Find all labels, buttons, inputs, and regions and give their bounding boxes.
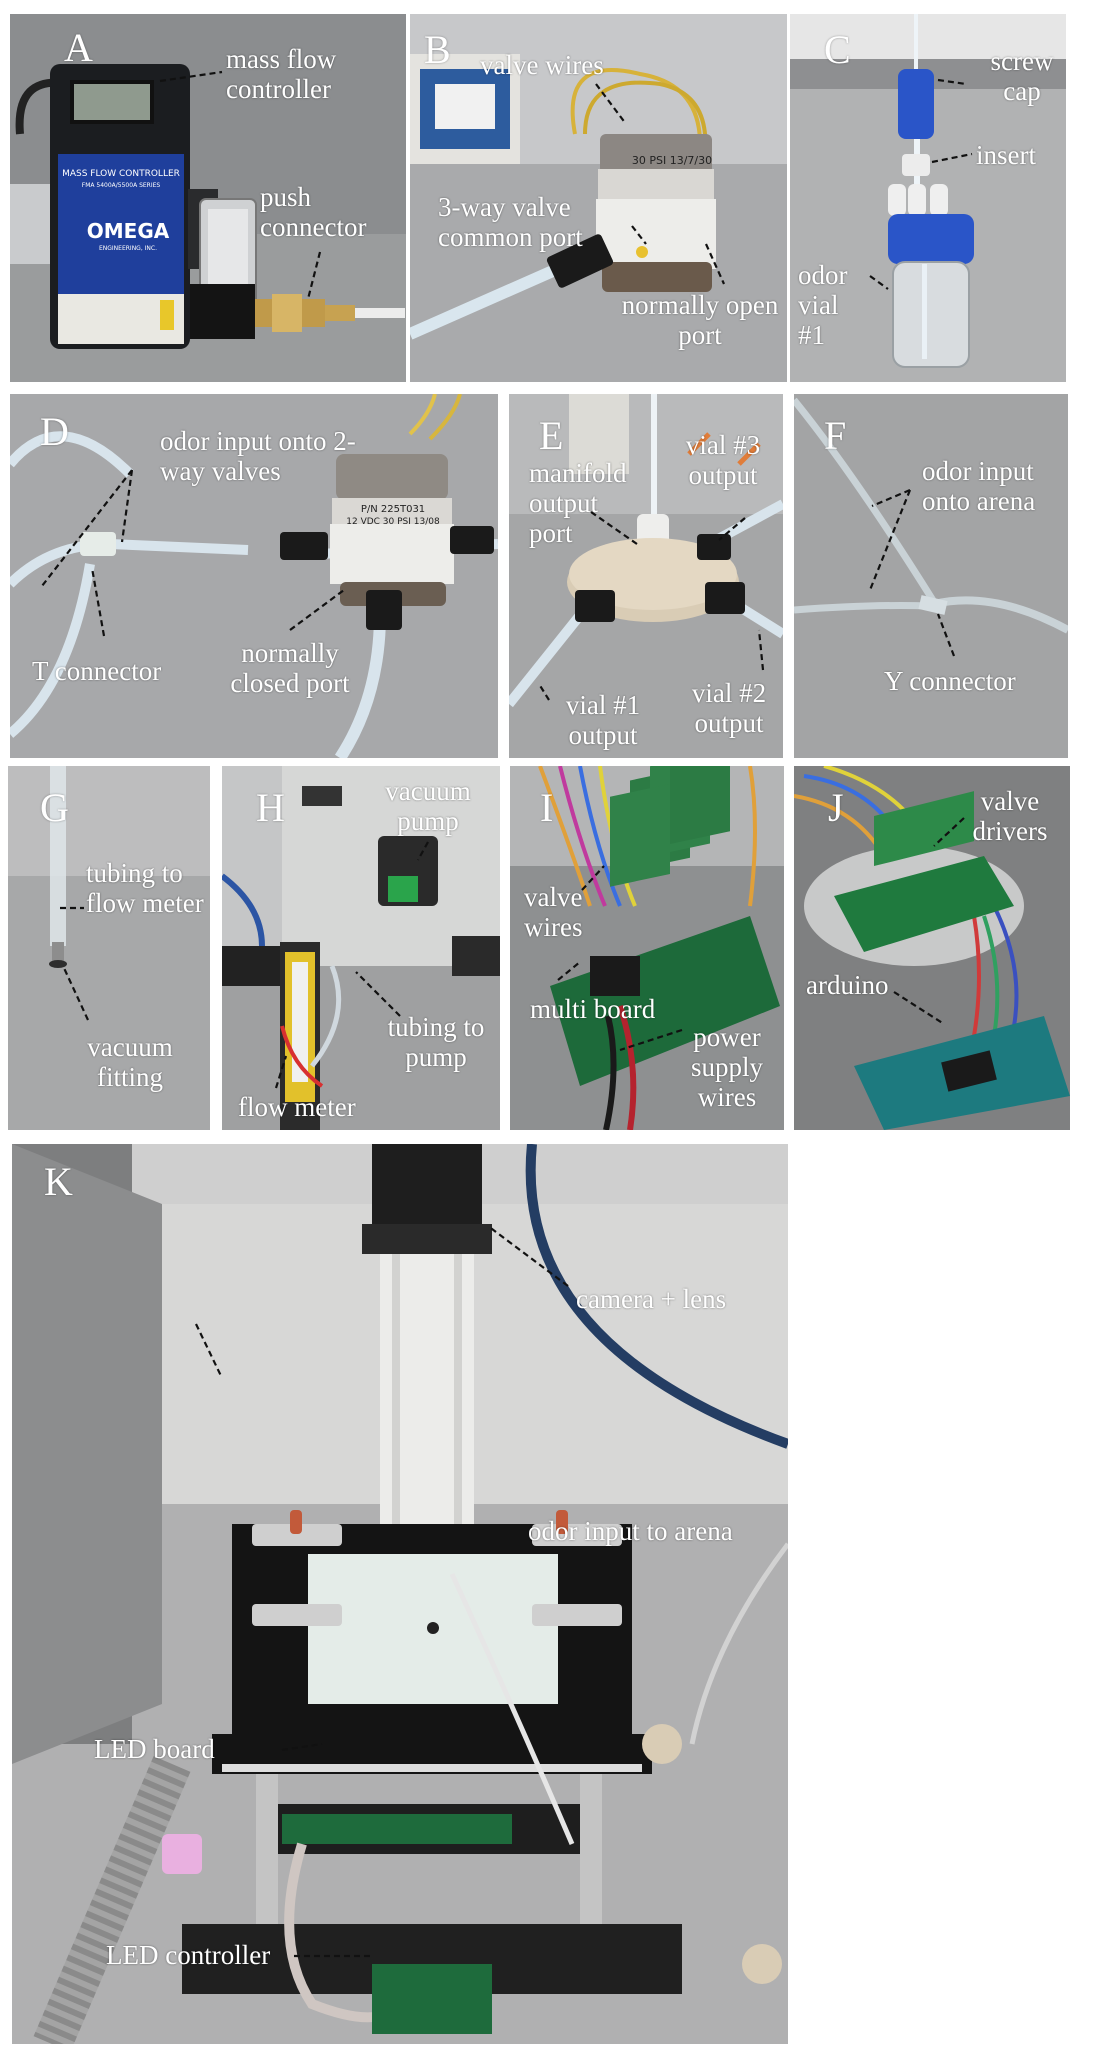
label-manifold-output-port: manifold output port: [529, 458, 639, 549]
label-odor-input-two-way-valves-text: odor input onto 2-way valves: [160, 426, 356, 487]
valve-spec: 12 VDC 30 PSI 13/08: [346, 517, 440, 527]
label-odor-input-to-arena: odor input to arena: [528, 1516, 733, 1546]
multi-board-photo: [510, 766, 784, 1130]
valve-stamp-b: 30 PSI 13/7/30: [632, 154, 712, 167]
device-label-mfc: MASS FLOW CONTROLLER: [62, 169, 180, 179]
label-vacuum-fitting: vacuum fitting: [70, 1032, 190, 1092]
label-vacuum-pump: vacuum pump: [372, 776, 484, 836]
label-y-connector: Y connector: [884, 666, 1016, 696]
label-three-way-valve-common-port-text: 3-way valve common port: [438, 192, 583, 253]
omega-logo: OMEGA: [87, 219, 170, 243]
arena-setup-photo: [12, 1144, 788, 2044]
label-led-board: LED board: [94, 1734, 215, 1764]
label-manifold-output-port-text: manifold output port: [529, 458, 627, 549]
panel-f: F odor input onto arena Y connector: [794, 394, 1068, 758]
label-odor-input-onto-arena-text: odor input onto arena: [922, 456, 1036, 517]
manifold-photo: [509, 394, 783, 758]
label-valve-wires-i-text: valve wires: [524, 882, 583, 943]
label-three-way-valve-common-port: 3-way valve common port: [438, 192, 638, 252]
label-valve-drivers: valve drivers: [954, 786, 1066, 846]
label-vial-2-output: vial #2 output: [679, 678, 779, 738]
label-arduino: arduino: [806, 970, 889, 1000]
panel-letter-i: I: [540, 785, 554, 830]
label-vial-1-output: vial #1 output: [553, 690, 653, 750]
label-tubing-to-pump-text: tubing to pump: [387, 1012, 485, 1073]
label-insert: insert: [976, 140, 1036, 170]
panel-letter-c: C: [824, 27, 851, 72]
panel-letter-h: H: [256, 785, 285, 830]
label-normally-closed-port-text: normally closed port: [230, 638, 350, 699]
panel-b: 30 PSI 13/7/30 B valve wires 3-way valve…: [410, 14, 787, 382]
label-power-supply-wires: power supply wires: [670, 1022, 784, 1113]
vacuum-pump-photo: [222, 766, 500, 1130]
panel-letter-k: K: [44, 1159, 73, 1204]
label-tubing-to-flow-meter-text: tubing to flow meter: [86, 858, 204, 919]
label-vial-2-output-text: vial #2 output: [691, 678, 767, 739]
label-screw-cap: screw cap: [982, 46, 1062, 106]
label-flow-meter: flow meter: [238, 1092, 356, 1122]
panel-letter-g: G: [40, 785, 69, 830]
device-label-series: FMA 5400A/5500A SERIES: [82, 182, 161, 189]
label-normally-open-port-text: normally open port: [621, 290, 779, 351]
panel-a: MASS FLOW CONTROLLER FMA 5400A/5500A SER…: [10, 14, 406, 382]
label-vial-3-output-text: vial #3 output: [685, 430, 761, 491]
panel-e: E manifold output port vial #3 output vi…: [509, 394, 783, 758]
panel-letter-j: J: [828, 785, 844, 830]
label-push-connector: push connector: [260, 182, 400, 242]
omega-logo-subtitle: ENGINEERING, INC.: [99, 245, 157, 252]
label-power-supply-wires-text: power supply wires: [690, 1022, 763, 1113]
label-screw-cap-text: screw cap: [990, 46, 1054, 107]
label-valve-wires: valve wires: [480, 50, 604, 80]
label-odor-vial-1-text: odor vial #1: [798, 260, 848, 351]
panel-g: G tubing to flow meter vacuum fitting: [8, 766, 210, 1130]
panel-h: H vacuum pump tubing to pump flow meter: [222, 766, 500, 1130]
panel-d: P/N 225T031 12 VDC 30 PSI 13/08 D odor i…: [10, 394, 498, 758]
y-connector-photo: [794, 394, 1068, 758]
panel-letter-f: F: [824, 413, 847, 458]
label-mass-flow-controller-text: mass flow controller: [226, 44, 337, 105]
panel-letter-e: E: [539, 413, 564, 458]
panel-c: C screw cap insert odor vial #1: [790, 14, 1066, 382]
label-multi-board: multi board: [530, 994, 656, 1024]
label-normally-closed-port: normally closed port: [210, 638, 370, 698]
label-vial-1-output-text: vial #1 output: [565, 690, 641, 751]
label-vacuum-fitting-text: vacuum fitting: [87, 1032, 173, 1093]
panel-letter-d: D: [40, 409, 69, 454]
vacuum-fitting-photo: [8, 766, 210, 1130]
valve-part-number: P/N 225T031: [361, 504, 425, 515]
label-valve-wires-i: valve wires: [524, 882, 604, 942]
label-tubing-to-pump: tubing to pump: [372, 1012, 500, 1072]
label-led-controller: LED controller: [106, 1940, 271, 1970]
panel-i: I valve wires multi board power supply w…: [510, 766, 784, 1130]
odor-vial-photo: [790, 14, 1066, 382]
label-push-connector-text: push connector: [260, 182, 367, 243]
label-vacuum-pump-text: vacuum pump: [385, 776, 471, 837]
label-t-connector: T connector: [32, 656, 162, 686]
label-odor-input-onto-arena: odor input onto arena: [922, 456, 1066, 516]
panel-j: J valve drivers arduino: [794, 766, 1070, 1130]
panel-letter-b: B: [424, 27, 451, 72]
label-vial-3-output: vial #3 output: [673, 430, 773, 490]
label-normally-open-port: normally open port: [620, 290, 780, 350]
panel-letter-a: A: [64, 25, 93, 70]
label-tubing-to-flow-meter: tubing to flow meter: [86, 858, 206, 918]
label-odor-input-two-way-valves: odor input onto 2-way valves: [160, 426, 360, 486]
label-mass-flow-controller: mass flow controller: [226, 44, 396, 104]
label-odor-vial-1: odor vial #1: [798, 260, 868, 351]
label-camera-lens: camera + lens: [576, 1284, 727, 1314]
valve-drivers-arduino-photo: [794, 766, 1070, 1130]
panel-k: K camera + lens odor input to arena LED …: [12, 1144, 788, 2044]
label-valve-drivers-text: valve drivers: [972, 786, 1048, 847]
